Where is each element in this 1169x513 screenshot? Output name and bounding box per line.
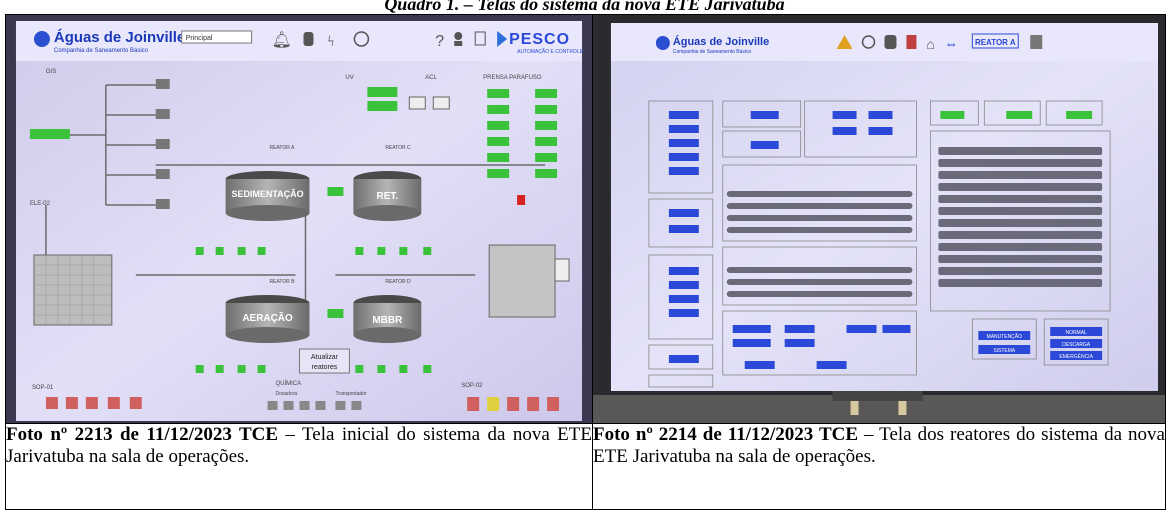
reactor-a-label: REATOR A: [270, 145, 295, 151]
sistema-button[interactable]: [978, 345, 1031, 354]
tank-sedimentacao-label: SEDIMENTAÇÃO: [231, 189, 303, 199]
tank-aeracao-label: AERAÇÃO: [242, 311, 293, 324]
svg-text:ELE-02: ELE-02: [30, 201, 51, 207]
pesco-logo-icon: [497, 31, 508, 47]
alarm-bell-icon[interactable]: 🔔︎: [272, 31, 292, 49]
pesco-brand: PESCO: [509, 31, 570, 48]
acl-label: ACL: [425, 75, 437, 81]
lightning-icon[interactable]: ϟ: [327, 34, 334, 50]
caption-right: Foto nº 2214 de 11/12/2023 TCE – Tela do…: [592, 423, 1166, 510]
manutencao-button[interactable]: [978, 331, 1031, 340]
uv-label: UV: [345, 75, 353, 81]
dosadora-label: Dosadora: [276, 391, 298, 397]
photo-hmi-reactor-screen: Águas de Joinville Companhia de Saneamen…: [593, 15, 1165, 423]
photo-cell-left: Águas de Joinville Companhia de Saneamen…: [5, 14, 593, 424]
hmi-brand-sub: Companhia de Saneamento Básico: [54, 48, 149, 54]
ele-01-box: [488, 244, 556, 318]
intake-flow-value: [29, 129, 70, 139]
reactor-c-label: REATOR C: [385, 145, 411, 151]
caption-right-text: – Tela dos reatores do sistema da nova E…: [593, 424, 1165, 467]
tank-ret-label: RET.: [377, 191, 399, 202]
descarga-button[interactable]: [1050, 339, 1103, 348]
photo-table: Águas de Joinville Companhia de Saneamen…: [5, 14, 1166, 510]
reactor-d-label: REATOR D: [385, 279, 411, 285]
gis-label: GIS: [46, 69, 56, 75]
descarga-label: DESCARGA: [1062, 342, 1091, 348]
normal-button[interactable]: [1050, 327, 1103, 336]
hmi2-brand-sub: Companhia de Saneamento Básico: [673, 49, 752, 55]
emergencia-label: EMERGÊNCIA: [1059, 352, 1093, 360]
figure-heading: Quadro 1. – Telas do sistema da nova ETE…: [384, 0, 785, 14]
reatores-label: reatores: [312, 364, 338, 371]
reator-select-label: REATOR A: [975, 38, 1016, 47]
reator-select-button[interactable]: [971, 33, 1019, 49]
normal-label: NORMAL: [1066, 330, 1088, 336]
user-icon[interactable]: [454, 32, 463, 40]
hmi-reactor-screen-image: Águas de Joinville Companhia de Saneamen…: [593, 15, 1165, 423]
door-icon[interactable]: [906, 35, 917, 49]
logout-icon[interactable]: [474, 31, 486, 46]
tank-mbbr-label: MBBR: [372, 315, 402, 326]
home-icon[interactable]: ⌂: [926, 38, 934, 53]
warning-icon[interactable]: [836, 35, 853, 49]
caption-left-id: Foto nº 2213 de 11/12/2023 TCE: [6, 424, 279, 445]
screen-icon[interactable]: [1030, 35, 1043, 49]
manutencao-label: MANUTENÇÃO: [987, 333, 1023, 340]
help-icon[interactable]: ?: [435, 33, 444, 50]
hmi2-brand: Águas de Joinville: [673, 35, 769, 48]
database-icon-2[interactable]: [884, 35, 897, 49]
sop01-label: SOP-01: [32, 385, 54, 391]
transportador-label: Transportador: [335, 391, 366, 397]
hmi-header: [15, 21, 583, 61]
database-icon[interactable]: [303, 32, 314, 46]
pesco-brand-sub: AUTOMAÇÃO E CONTROLE: [517, 48, 583, 55]
hmi-brand: Águas de Joinville: [54, 29, 185, 46]
reactor-b-label: REATOR B: [270, 279, 296, 285]
atualizar-label: Atualizar: [311, 354, 339, 361]
screen-select[interactable]: [181, 30, 253, 44]
arrows-icon[interactable]: ⇔: [944, 37, 958, 52]
photo-hmi-main-screen: Águas de Joinville Companhia de Saneamen…: [6, 15, 592, 423]
prensa-label: PRENSA PARAFUSO: [483, 75, 542, 81]
emergencia-button[interactable]: [1050, 351, 1103, 360]
aguas-logo-icon-2: [655, 36, 670, 50]
decanter-tank: [33, 254, 113, 326]
caption-right-id: Foto nº 2214 de 11/12/2023 TCE: [593, 424, 859, 445]
caption-left-text: – Tela inicial do sistema da nova ETE Ja…: [6, 424, 592, 467]
aguas-logo-icon: [33, 31, 50, 47]
refresh-icon[interactable]: [861, 35, 876, 49]
hmi-main-screen-image: Águas de Joinville Companhia de Saneamen…: [6, 15, 592, 423]
atualizar-reatores-button[interactable]: [299, 348, 350, 374]
photo-cell-right: Águas de Joinville Companhia de Saneamen…: [592, 14, 1166, 424]
screen-select-value: Principal: [186, 35, 213, 42]
sop02-label: SOP-02: [461, 383, 483, 389]
quimica-label: QUÍMICA: [276, 380, 302, 387]
info-icon[interactable]: [353, 31, 370, 47]
caption-left: Foto nº 2213 de 11/12/2023 TCE – Tela in…: [5, 423, 593, 510]
sistema-label: SISTEMA: [993, 348, 1016, 354]
